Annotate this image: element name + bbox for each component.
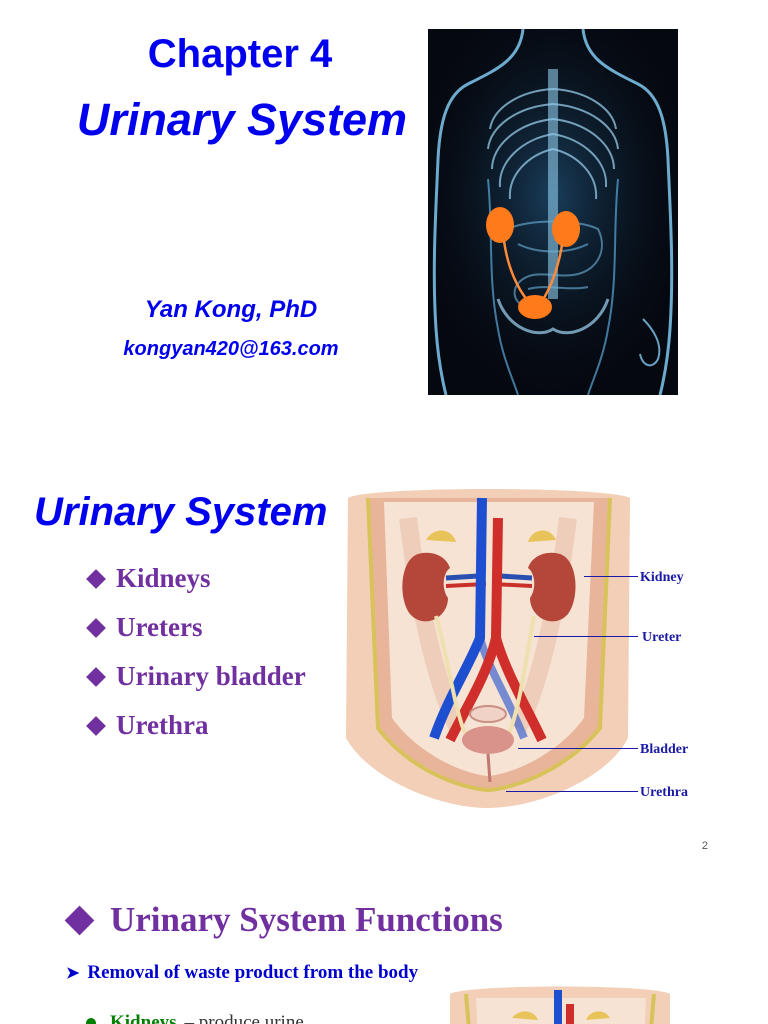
- body-xray-image: [428, 29, 678, 395]
- page-number: 2: [701, 840, 708, 852]
- urethra-pointer-line: [506, 791, 638, 792]
- dot-bullet-icon: [86, 1018, 96, 1024]
- list-item: Ureters: [86, 603, 306, 652]
- chapter-heading: Chapter 4: [147, 32, 333, 76]
- kidney-pointer-line: [584, 576, 638, 577]
- title-slide: Chapter 4 Urinary System Yan Kong, PhD k…: [0, 0, 768, 420]
- sub-bullet: Kidneys – produce urine: [86, 1012, 304, 1024]
- urinary-anatomy-image-partial: [446, 980, 674, 1024]
- diamond-bullet-icon: [86, 715, 106, 736]
- author-email: kongyan420@163.com: [123, 338, 339, 360]
- urinary-anatomy-image: [338, 478, 638, 808]
- organ-list: Kidneys Ureters Urinary bladder Urethra: [86, 554, 306, 750]
- diamond-bullet-icon: [64, 905, 95, 935]
- urinary-system-slide: Urinary System Kidneys Ureters Urinary b…: [0, 440, 768, 860]
- bladder-label: Bladder: [640, 742, 689, 757]
- ureter-label: Ureter: [642, 630, 682, 645]
- arrow-bullet-icon: ➤: [66, 965, 80, 982]
- diamond-bullet-icon: [86, 568, 106, 589]
- list-item: Urinary bladder: [86, 652, 306, 701]
- slide-title: Urinary System: [34, 490, 328, 534]
- slide-title: Urinary System Functions: [64, 900, 503, 940]
- kidney-label: Kidney: [640, 570, 684, 585]
- list-item: Urethra: [86, 701, 306, 750]
- bladder-pointer-line: [518, 748, 638, 749]
- anatomy-illustration: [346, 489, 630, 808]
- bullet-point: ➤ Removal of waste product from the body: [66, 962, 419, 983]
- anatomy-illustration: [450, 986, 670, 1024]
- author-name: Yan Kong, PhD: [144, 296, 318, 323]
- urethra-label: Urethra: [640, 785, 688, 800]
- functions-slide: Urinary System Functions ➤ Removal of wa…: [0, 872, 768, 1024]
- chapter-title: Urinary System: [76, 94, 408, 145]
- diamond-bullet-icon: [86, 617, 106, 638]
- diamond-bullet-icon: [86, 666, 106, 687]
- xray-body-illustration: [428, 29, 678, 395]
- ureter-pointer-line: [534, 636, 638, 637]
- list-item: Kidneys: [86, 554, 306, 603]
